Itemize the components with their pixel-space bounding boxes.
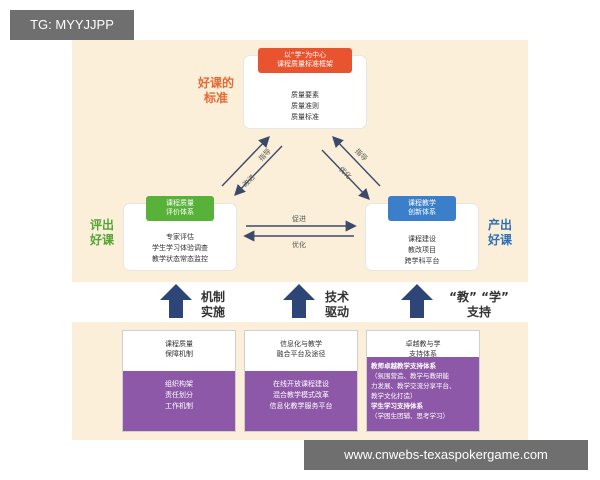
label-good-course-standard: 好课的 标准 [197, 76, 234, 105]
label-teaching-learning-support: “教” “学” 支持 [449, 290, 509, 319]
label-technology-driven: 技术 驱动 [324, 290, 349, 319]
watermark-bottom-right: www.cnwebs-texaspokergame.com [304, 440, 588, 470]
label-evaluate-good-course: 评出 好课 [89, 218, 114, 247]
arrow-left-down [234, 145, 283, 197]
arrow-right-down [321, 149, 370, 201]
standard-framework-items: 质量要素 质量准则 质量标准 [291, 91, 319, 121]
innovation-system-box: 课程教学 创新体系 课程建设 教改项目 跨学科平台 [366, 196, 478, 270]
excellence-support-header: 卓越教与学 支持体系 [405, 340, 441, 358]
label-produce-good-course: 产出 好课 [487, 218, 512, 247]
up-arrow-3 [401, 284, 433, 318]
arrow-label-mid-left: 优化 [292, 241, 306, 249]
arrow-label-mid-right: 促进 [292, 215, 306, 223]
innovation-system-items: 课程建设 教改项目 跨学科平台 [404, 235, 440, 265]
up-arrow-2 [283, 284, 315, 318]
excellence-support-items: 教师卓越教学支持体系 （氛围营造、教学与教研能 力发展、教学交流分享平台、 教学… [367, 357, 479, 431]
quality-assurance-header: 课程质量 保障机制 [165, 340, 193, 358]
quality-assurance-items: 组织构架 责任划分 工作机制 [123, 371, 235, 431]
excellence-support-box: 卓越教与学 支持体系 教师卓越教学支持体系 （氛围营造、教学与教研能 力发展、教… [366, 330, 480, 432]
standard-framework-header: 以“学”为中心 课程质量标准框架 [258, 48, 352, 73]
evaluation-system-items: 专家评估 学生学习体验调查 教学状态常态监控 [152, 233, 208, 263]
standard-framework-box: 以“学”为中心 课程质量标准框架 质量要素 质量准则 质量标准 [244, 48, 366, 128]
informatization-platform-header: 信息化与教学 融合平台及途径 [276, 340, 326, 358]
evaluation-system-box: 课程质量 评价体系 专家评估 学生学习体验调查 教学状态常态监控 [124, 196, 236, 270]
up-arrow-1 [160, 284, 192, 318]
watermark-top-left: TG: MYYJJPP [10, 10, 134, 40]
arrow-left-up [221, 135, 270, 187]
quality-assurance-box: 课程质量 保障机制 组织构架 责任划分 工作机制 [122, 330, 236, 432]
label-mechanism-implementation: 机制 实施 [200, 290, 225, 319]
arrow-right-up [332, 135, 381, 187]
evaluation-system-header: 课程质量 评价体系 [146, 196, 214, 221]
innovation-system-header: 课程教学 创新体系 [388, 196, 456, 221]
informatization-platform-items: 在线开放课程建设 混合教学模式改革 信息化教学服务平台 [245, 371, 357, 431]
informatization-platform-box: 信息化与教学 融合平台及途径 在线开放课程建设 混合教学模式改革 信息化教学服务… [244, 330, 358, 432]
